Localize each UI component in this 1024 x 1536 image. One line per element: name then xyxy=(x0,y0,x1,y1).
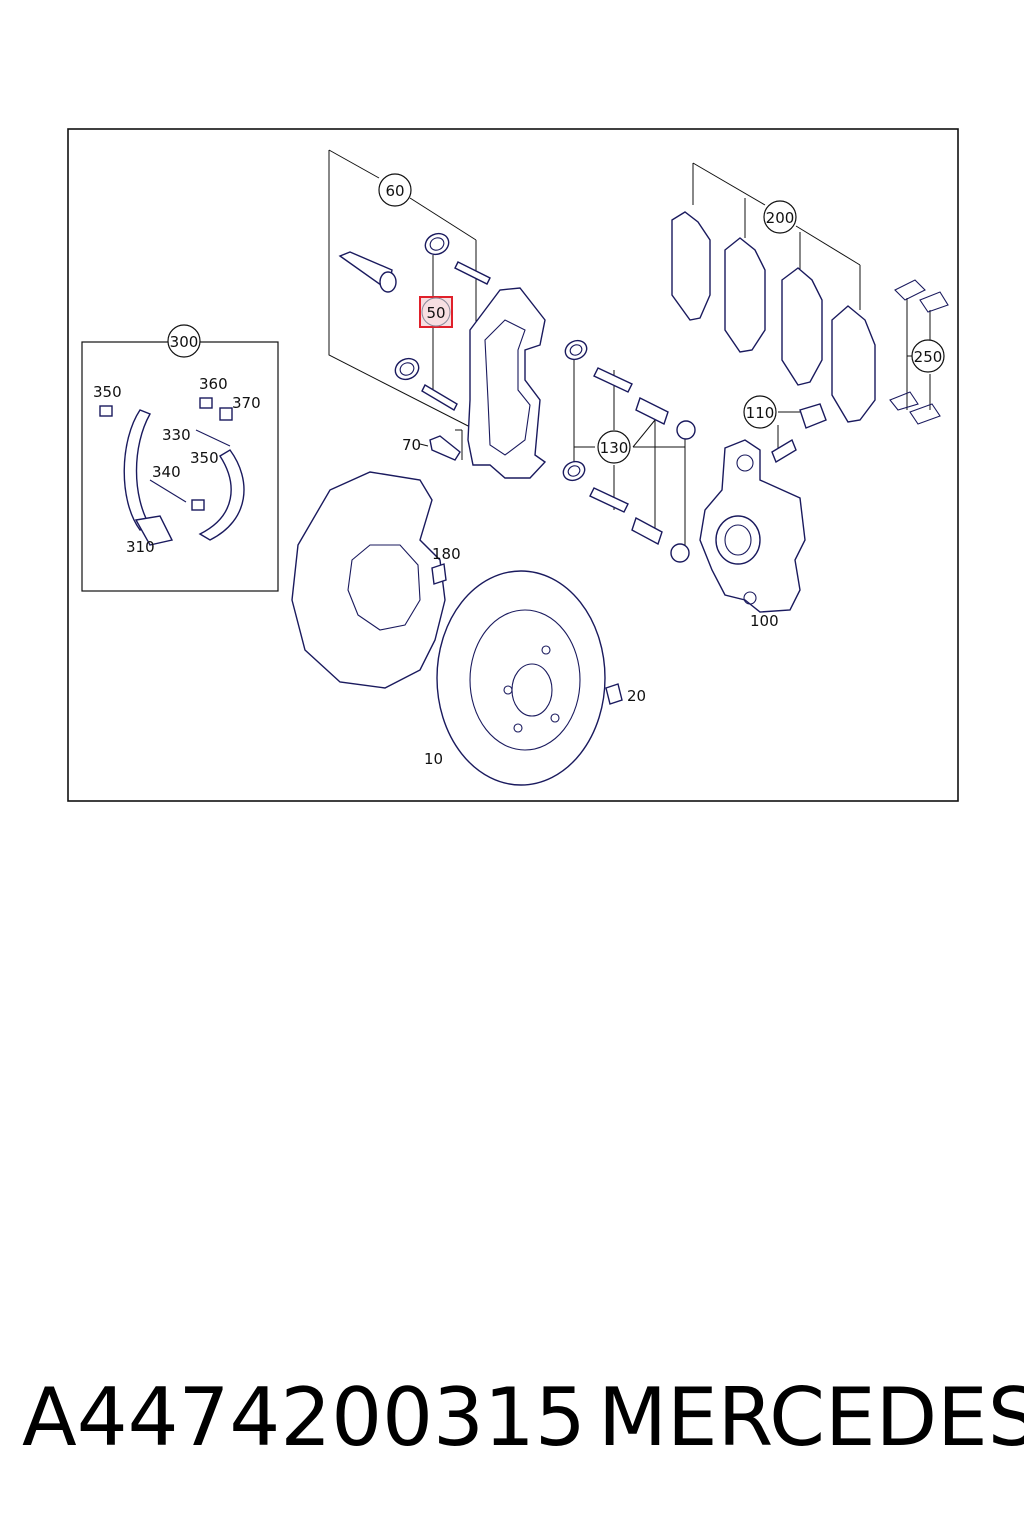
svg-text:50: 50 xyxy=(426,304,445,322)
svg-text:130: 130 xyxy=(600,439,629,457)
callout-250[interactable]: 250 xyxy=(911,339,945,373)
caption: A4474200315 MERCEDES xyxy=(0,1368,1024,1478)
label-10: 10 xyxy=(424,750,443,768)
label-20: 20 xyxy=(627,687,646,705)
callout-130[interactable]: 130 xyxy=(597,430,631,464)
label-370: 370 xyxy=(232,394,261,412)
svg-text:250: 250 xyxy=(914,348,943,366)
brake-exploded-diagram: 60 200 300 250 110 130 50 70 180 100 20 … xyxy=(67,128,959,802)
dust-shield-part xyxy=(291,471,446,689)
highlighted-part-50[interactable]: 50 xyxy=(419,296,453,328)
brand-name: MERCEDES xyxy=(598,1371,1024,1464)
caliper-carrier-part xyxy=(467,287,547,479)
bolt-70-part xyxy=(429,435,461,461)
label-340: 340 xyxy=(152,463,181,481)
brake-disc-part xyxy=(436,570,606,786)
label-70: 70 xyxy=(402,436,421,454)
label-310: 310 xyxy=(126,538,155,556)
caliper-housing-part xyxy=(699,439,806,613)
parking-brake-shoes-part xyxy=(99,397,245,546)
label-100: 100 xyxy=(750,612,779,630)
svg-text:300: 300 xyxy=(170,333,199,351)
svg-text:60: 60 xyxy=(385,182,404,200)
pad-clips-part xyxy=(889,279,949,425)
brake-pads-part xyxy=(671,211,876,423)
guide-pin-set-part xyxy=(562,339,696,563)
diagram-frame xyxy=(67,128,959,802)
svg-text:200: 200 xyxy=(766,209,795,227)
guide-kit-parts xyxy=(338,232,491,411)
part-number: A4474200315 xyxy=(22,1371,586,1464)
callout-200[interactable]: 200 xyxy=(763,200,797,234)
label-180: 180 xyxy=(432,545,461,563)
callout-300[interactable]: 300 xyxy=(167,324,201,358)
callout-60[interactable]: 60 xyxy=(378,173,412,207)
label-330: 330 xyxy=(162,426,191,444)
leader-lines xyxy=(183,149,931,545)
label-360: 360 xyxy=(199,375,228,393)
callout-110[interactable]: 110 xyxy=(743,395,777,429)
bleed-screw-part xyxy=(771,403,827,464)
screw-20-part xyxy=(605,683,623,705)
label-350-top: 350 xyxy=(93,383,122,401)
label-350-mid: 350 xyxy=(190,449,219,467)
svg-text:110: 110 xyxy=(746,404,775,422)
bolt-180-part xyxy=(431,563,447,585)
